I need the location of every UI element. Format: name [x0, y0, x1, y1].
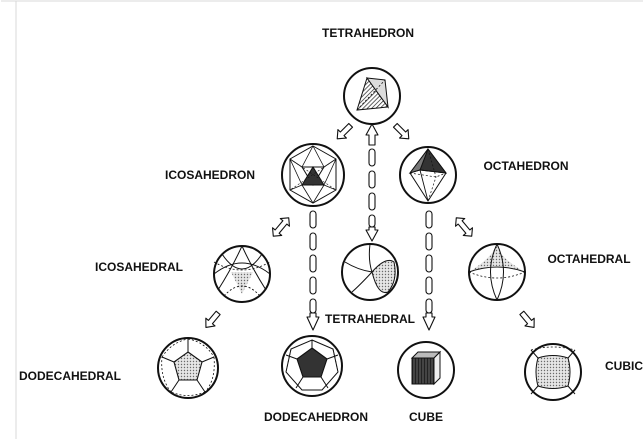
cube-figure: [397, 341, 455, 399]
arrow-octahedron-octahedral: [454, 217, 474, 237]
label-icosahedron: ICOSAHEDRON: [165, 168, 255, 182]
dodecahedral-figure: [157, 337, 219, 399]
arrow-tetra-to-icosahedron: [336, 122, 354, 140]
label-dodecahedral: DODECAHEDRAL: [19, 369, 121, 383]
label-octahedral: OCTAHEDRAL: [547, 252, 630, 266]
arrow-icosahedron-icosahedral: [271, 217, 291, 237]
label-dodecahedron: DODECAHEDRON: [264, 410, 368, 424]
label-octahedron: OCTAHEDRON: [483, 159, 568, 173]
dodecahedron-figure: [281, 335, 343, 397]
cubic-figure: [524, 343, 582, 401]
arrow-tetra-to-octahedron: [392, 122, 410, 140]
arrow-icosahedron-to-dodecahedron: [306, 210, 320, 331]
label-icosahedral: ICOSAHEDRAL: [95, 260, 183, 274]
icosahedron-figure: [281, 143, 345, 207]
arrow-octahedron-to-cube: [422, 210, 436, 331]
arrow-octahedral-to-cubic: [519, 310, 535, 328]
label-cube: CUBE: [409, 410, 443, 424]
label-tetrahedron: TETRAHEDRON: [322, 26, 414, 40]
octahedron-figure: [399, 146, 457, 204]
label-cubic: CUBIC: [605, 359, 643, 373]
arrow-tetrahedron-tetrahedral: [365, 123, 379, 242]
tetrahedral-figure: [341, 243, 399, 301]
icosahedral-figure: [213, 245, 271, 303]
tetrahedron-figure: [343, 67, 401, 125]
arrow-icosahedral-to-dodecahedral: [205, 310, 221, 328]
label-tetrahedral: TETRAHEDRAL: [325, 312, 415, 326]
octahedral-figure: [468, 243, 526, 301]
